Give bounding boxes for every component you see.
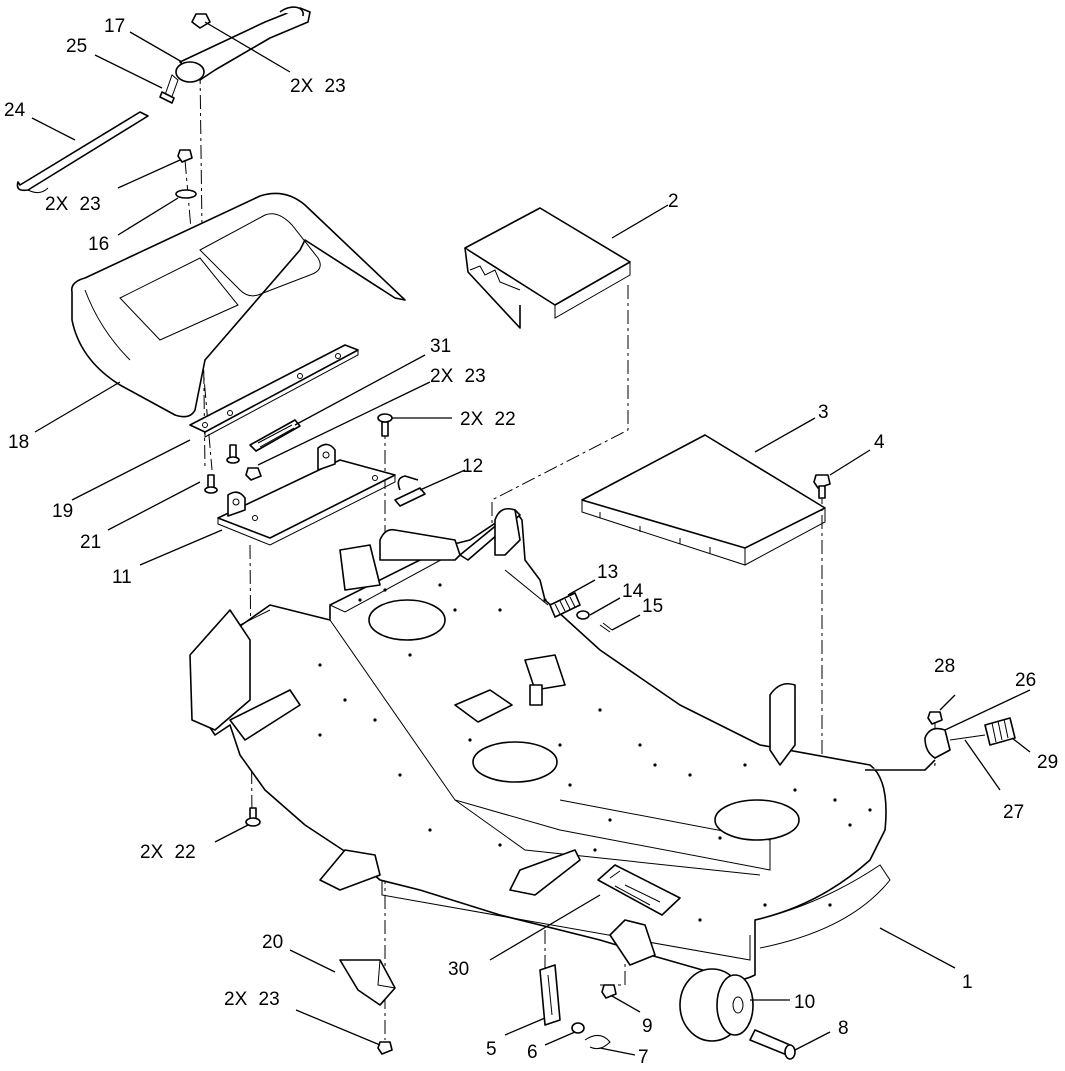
- pin-12: [394, 475, 426, 507]
- bar-19: [189, 344, 359, 438]
- cover-2: [464, 207, 631, 329]
- bolts: [204, 413, 393, 827]
- callout-7: 7: [638, 1047, 649, 1068]
- callout-1: 1: [962, 972, 973, 993]
- mower-deck-1: [189, 507, 936, 981]
- callout-19: 19: [52, 501, 73, 522]
- callout-9: 9: [642, 1016, 653, 1037]
- wheel-10: [679, 968, 796, 1060]
- callout-2x-23-bottom: 2X 23: [224, 989, 280, 1010]
- callout-3: 3: [818, 402, 829, 423]
- callout-8: 8: [838, 1018, 849, 1039]
- callout-20: 20: [262, 932, 283, 953]
- callout-10: 10: [794, 992, 815, 1013]
- washer-16: [175, 189, 197, 199]
- callout-27: 27: [1003, 802, 1024, 823]
- callout-6: 6: [527, 1042, 538, 1063]
- height-parts: [539, 964, 611, 1050]
- idler-arm-assembly: [16, 6, 311, 194]
- callout-18: 18: [8, 432, 29, 453]
- leader-lines: [31, 21, 1031, 1056]
- cover-3: [581, 434, 826, 566]
- bracket-plate-11: [217, 443, 396, 546]
- decal-31: [249, 419, 301, 452]
- belt-cover-18: [70, 192, 406, 418]
- callout-16: 16: [88, 234, 109, 255]
- callout-11: 11: [112, 567, 132, 588]
- callout-2: 2: [668, 191, 679, 212]
- callout-30: 30: [448, 959, 469, 980]
- callout-13: 13: [597, 562, 618, 583]
- callout-4: 4: [874, 432, 885, 453]
- callout-2x-22-top: 2X 22: [460, 409, 516, 430]
- logo-decal-30: [597, 864, 681, 916]
- callout-12: 12: [462, 456, 483, 477]
- callout-21: 21: [80, 532, 101, 553]
- callout-5: 5: [486, 1039, 497, 1060]
- callout-29: 29: [1037, 752, 1058, 773]
- callout-24: 24: [4, 100, 26, 121]
- callout-17: 17: [104, 16, 125, 37]
- callout-2x-22-bottom: 2X 22: [140, 842, 196, 863]
- callout-2x-23-upper-left: 2X 23: [45, 194, 101, 215]
- callout-25: 25: [66, 36, 87, 57]
- callout-2x-23-top: 2X 23: [290, 76, 346, 97]
- bracket-20: [339, 959, 396, 1006]
- nut-9: [601, 984, 617, 999]
- callout-28: 28: [934, 656, 955, 677]
- nut-23-lower: [377, 1041, 393, 1055]
- callout-15: 15: [642, 596, 663, 617]
- callout-26: 26: [1015, 670, 1036, 691]
- callout-31: 31: [430, 336, 451, 357]
- callout-2x-23-middle: 2X 23: [430, 366, 486, 387]
- callout-labels: 17 25 2X 23 24 2X 23 16 2 31 2X 23 2X 22…: [4, 16, 1058, 1068]
- bolt-4: [813, 474, 831, 499]
- connector-26-29: [924, 711, 1016, 759]
- spring-washer-pin: [504, 569, 613, 633]
- callout-14: 14: [622, 581, 644, 602]
